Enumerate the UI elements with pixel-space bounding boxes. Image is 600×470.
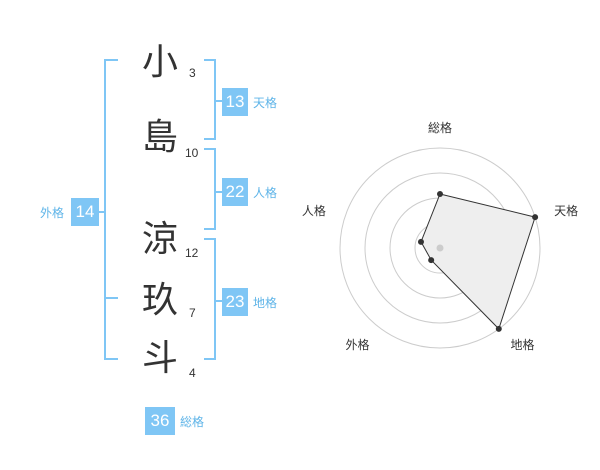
radar-center-dot (436, 244, 444, 252)
chikaku-value: 23 (222, 288, 248, 316)
soukaku-value: 36 (145, 407, 175, 435)
radar-axis-label: 外格 (345, 337, 369, 352)
stroke-count-4: 7 (189, 306, 196, 320)
stroke-count-3: 12 (185, 246, 199, 260)
soukaku-label: 総格 (180, 415, 205, 429)
tenkaku-value: 13 (222, 88, 248, 116)
radar-ring (339, 147, 541, 349)
radar-point-5 (417, 238, 424, 245)
gaikaku-value: 14 (71, 198, 99, 226)
chikaku-connector (216, 300, 222, 302)
name-char-4: 玖 (141, 280, 178, 321)
name-char-2: 島 (141, 117, 178, 158)
gaikaku-label: 外格 (40, 206, 65, 220)
radar-point-2 (532, 214, 539, 221)
stroke-count-2: 10 (185, 146, 199, 160)
gaikaku-connector (98, 211, 104, 213)
tenkaku-bracket (204, 59, 216, 140)
radar-data-polygon (420, 193, 536, 330)
radar-axis-label: 天格 (554, 203, 578, 218)
radar-axis-label: 地格 (511, 337, 535, 352)
stroke-count-1: 3 (189, 66, 196, 80)
jinkaku-value: 22 (222, 178, 248, 206)
name-char-5: 斗 (141, 338, 178, 379)
jinkaku-bracket (204, 148, 216, 230)
tenkaku-label: 天格 (253, 96, 278, 110)
radar-point-4 (428, 257, 435, 264)
radar-axis-label: 人格 (302, 203, 326, 218)
radar-point-3 (495, 325, 502, 332)
gaikaku-divider (104, 297, 118, 299)
radar-axis-label: 総格 (428, 120, 452, 135)
gaikaku-bracket (104, 59, 118, 360)
radar-point-1 (437, 191, 443, 197)
name-char-3: 涼 (141, 219, 178, 260)
stroke-count-5: 4 (189, 366, 196, 380)
jinkaku-label: 人格 (253, 186, 278, 200)
name-char-1: 小 (141, 42, 178, 83)
chikaku-bracket (204, 238, 216, 360)
jinkaku-connector (216, 191, 222, 193)
tenkaku-connector (216, 100, 222, 102)
chikaku-label: 地格 (253, 296, 278, 310)
